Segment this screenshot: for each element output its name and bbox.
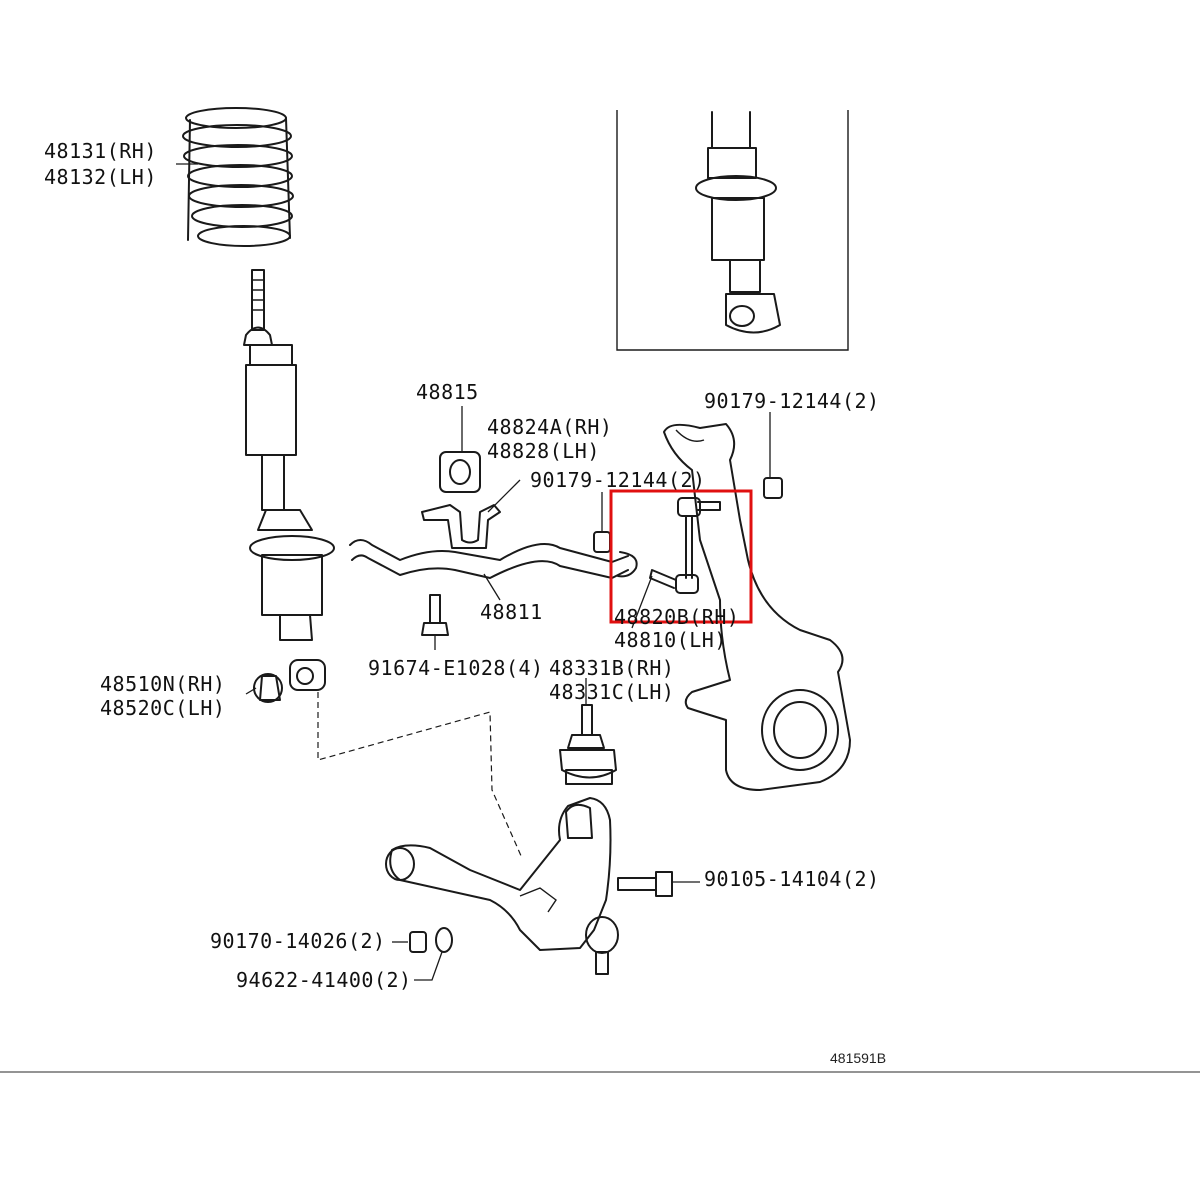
assembly-dashed-line (317, 692, 523, 859)
label-nut-middle: 90179-12144(2) (530, 468, 706, 492)
lower-control-arm (385, 797, 612, 951)
stabilizer-bushing (439, 451, 481, 493)
steering-knuckle (663, 423, 851, 791)
label-lower-bush-lh: 48520C(LH) (100, 696, 225, 720)
label-bolt-91674: 91674-E1028(4) (368, 656, 544, 680)
label-link-rh: 48820B(RH) (614, 605, 739, 629)
nut-middle (593, 531, 611, 553)
label-lower-bush-rh: 48510N(RH) (100, 672, 225, 696)
arm-nut (409, 931, 427, 953)
shock-detail-inset (616, 110, 849, 351)
leader-lines (176, 163, 771, 981)
label-bushing-48815: 48815 (416, 380, 479, 404)
stabilizer-bracket (421, 504, 501, 549)
lower-shock-bushing (253, 673, 283, 703)
coil-spring (182, 107, 294, 247)
label-stabilizer-bar: 48811 (480, 600, 543, 624)
ball-joint (559, 704, 617, 785)
stabilizer-bar (349, 539, 638, 579)
highlight-box (609, 489, 753, 624)
label-spring-rh: 48131(RH) (44, 139, 157, 163)
bracket-bolt (421, 594, 449, 636)
shock-absorber (243, 269, 335, 691)
arm-bolt (617, 871, 673, 897)
arm-washer (435, 927, 453, 953)
label-washer-94622: 94622-41400(2) (236, 968, 412, 992)
label-spring-lh: 48132(LH) (44, 165, 157, 189)
label-bracket-rh: 48824A(RH) (487, 415, 612, 439)
nut-upper-right (763, 477, 783, 499)
label-nut-90170: 90170-14026(2) (210, 929, 386, 953)
label-bracket-lh: 48828(LH) (487, 439, 600, 463)
label-nut-upper-right: 90179-12144(2) (704, 389, 880, 413)
label-ball-joint-rh: 48331B(RH) (549, 656, 674, 680)
label-ball-joint-lh: 48331C(LH) (549, 680, 674, 704)
label-link-lh: 48810(LH) (614, 628, 727, 652)
label-bolt-90105: 90105-14104(2) (704, 867, 880, 891)
diagram-reference: 481591B (830, 1050, 886, 1066)
lower-ball-joint (585, 916, 619, 975)
stabilizer-link (649, 497, 721, 594)
